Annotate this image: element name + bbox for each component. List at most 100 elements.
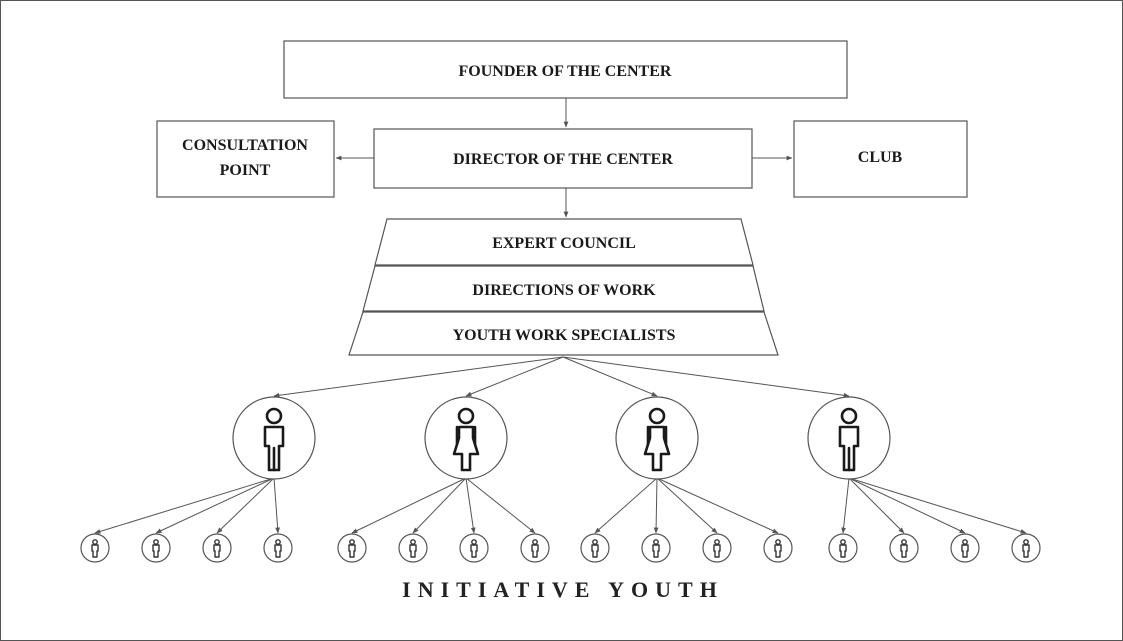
youth-circle bbox=[263, 533, 293, 563]
director-label: DIRECTOR OF THE CENTER bbox=[453, 151, 673, 168]
youth-circle bbox=[1011, 533, 1041, 563]
youth-node bbox=[641, 533, 671, 563]
youth-circle bbox=[641, 533, 671, 563]
pyramid: EXPERT COUNCIL DIRECTIONS OF WORK YOUTH … bbox=[348, 218, 779, 356]
youth-work-specialists-label: YOUTH WORK SPECIALISTS bbox=[453, 327, 676, 344]
youth-circle bbox=[337, 533, 367, 563]
club-box: CLUB bbox=[793, 120, 968, 198]
person-icon bbox=[652, 539, 660, 558]
arrow-specialists-to-leader bbox=[465, 356, 564, 397]
person-icon bbox=[900, 539, 908, 558]
person-icon bbox=[774, 539, 782, 558]
youth-node bbox=[459, 533, 489, 563]
female-person-icon bbox=[643, 407, 671, 472]
leader-circle bbox=[807, 396, 891, 480]
youth-work-specialists-box bbox=[348, 311, 779, 356]
youth-node bbox=[1011, 533, 1041, 563]
person-icon bbox=[591, 539, 599, 558]
arrow-leader-to-youth bbox=[594, 477, 658, 534]
youth-circle bbox=[141, 533, 171, 563]
expert-council-label: EXPERT COUNCIL bbox=[492, 235, 636, 252]
leader-circle bbox=[424, 396, 508, 480]
leader-circle bbox=[615, 396, 699, 480]
initiative-youth-caption: INITIATIVE YOUTH bbox=[402, 577, 724, 602]
directions-of-work-label: DIRECTIONS OF WORK bbox=[472, 282, 656, 299]
youth-node bbox=[702, 533, 732, 563]
person-icon bbox=[91, 539, 99, 558]
youth-node bbox=[580, 533, 610, 563]
person-icon bbox=[1022, 539, 1030, 558]
arrow-leader-to-youth bbox=[216, 477, 275, 534]
leader-node bbox=[807, 396, 891, 480]
arrow-leader-to-youth bbox=[848, 477, 966, 534]
youth-circle bbox=[459, 533, 489, 563]
arrow-specialists-to-leader bbox=[273, 356, 564, 398]
arrow-leader-to-youth bbox=[465, 477, 476, 534]
youth-circle bbox=[202, 533, 232, 563]
founder-box: FOUNDER OF THE CENTER bbox=[283, 40, 848, 99]
person-icon bbox=[409, 539, 417, 558]
youth-node bbox=[398, 533, 428, 563]
consultation-box: CONSULTATION POINT bbox=[156, 120, 335, 198]
youth-circle bbox=[889, 533, 919, 563]
male-person-icon bbox=[838, 407, 860, 472]
person-icon bbox=[213, 539, 221, 558]
hierarchy-nodes bbox=[80, 396, 1041, 563]
arrow-leader-to-youth bbox=[848, 477, 905, 534]
director-box: DIRECTOR OF THE CENTER bbox=[373, 128, 753, 189]
person-icon bbox=[152, 539, 160, 558]
founder-label: FOUNDER OF THE CENTER bbox=[459, 63, 672, 80]
arrow-leader-to-youth bbox=[841, 477, 850, 534]
hierarchy-lines bbox=[94, 356, 1027, 534]
youth-circle bbox=[702, 533, 732, 563]
youth-circle bbox=[520, 533, 550, 563]
youth-node bbox=[80, 533, 110, 563]
youth-node bbox=[763, 533, 793, 563]
youth-node bbox=[202, 533, 232, 563]
female-person-icon bbox=[452, 407, 480, 472]
person-icon bbox=[839, 539, 847, 558]
arrow-leader-to-youth bbox=[465, 477, 536, 534]
arrow-leader-to-youth bbox=[653, 477, 659, 534]
person-icon bbox=[348, 539, 356, 558]
person-icon bbox=[531, 539, 539, 558]
arrow-leader-to-youth bbox=[848, 477, 1027, 534]
arrow-leader-to-youth bbox=[94, 477, 275, 534]
male-person-icon bbox=[263, 407, 285, 472]
leader-node bbox=[232, 396, 316, 480]
youth-circle bbox=[828, 533, 858, 563]
person-icon bbox=[713, 539, 721, 558]
youth-node bbox=[520, 533, 550, 563]
arrow-leader-to-youth bbox=[412, 477, 467, 534]
youth-circle bbox=[763, 533, 793, 563]
arrow-specialists-to-leader bbox=[562, 356, 658, 397]
youth-node bbox=[889, 533, 919, 563]
youth-circle bbox=[580, 533, 610, 563]
youth-circle bbox=[398, 533, 428, 563]
youth-node bbox=[950, 533, 980, 563]
person-icon bbox=[274, 539, 282, 558]
consultation-label-line1: CONSULTATION bbox=[182, 137, 308, 154]
leader-circle bbox=[232, 396, 316, 480]
youth-circle bbox=[80, 533, 110, 563]
youth-node bbox=[141, 533, 171, 563]
youth-circle bbox=[950, 533, 980, 563]
arrow-leader-to-youth bbox=[656, 477, 779, 534]
leader-node bbox=[424, 396, 508, 480]
arrow-specialists-to-leader bbox=[562, 356, 850, 398]
youth-node bbox=[337, 533, 367, 563]
youth-node bbox=[828, 533, 858, 563]
directions-of-work-box bbox=[362, 265, 765, 312]
expert-council-box bbox=[374, 218, 754, 266]
club-label: CLUB bbox=[858, 149, 903, 166]
person-icon bbox=[470, 539, 478, 558]
arrow-leader-to-youth bbox=[351, 477, 467, 534]
person-icon bbox=[961, 539, 969, 558]
connectors bbox=[335, 98, 793, 218]
leader-node bbox=[615, 396, 699, 480]
arrow-leader-to-youth bbox=[273, 477, 281, 534]
arrow-leader-to-youth bbox=[155, 477, 275, 534]
youth-node bbox=[263, 533, 293, 563]
arrow-leader-to-youth bbox=[656, 477, 718, 534]
